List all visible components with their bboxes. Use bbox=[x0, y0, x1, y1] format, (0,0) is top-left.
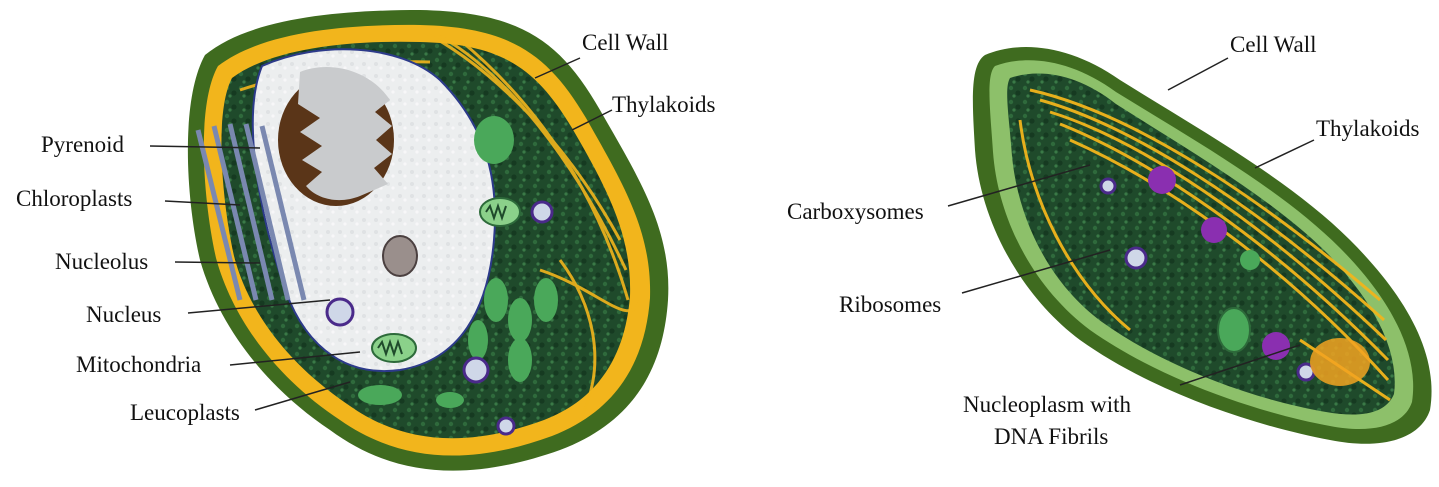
label-carboxysomes: Carboxysomes bbox=[787, 199, 924, 224]
label-mitochondria: Mitochondria bbox=[76, 352, 201, 377]
label-pyrenoid: Pyrenoid bbox=[41, 132, 125, 157]
nucleoplasm-knot bbox=[1310, 338, 1370, 386]
label-thylakoids-right: Thylakoids bbox=[1316, 116, 1420, 141]
label-leucoplasts: Leucoplasts bbox=[130, 400, 240, 425]
label-thylakoids-left: Thylakoids bbox=[612, 92, 716, 117]
prokaryotic-cell bbox=[948, 47, 1432, 444]
label-cell-wall-right: Cell Wall bbox=[1230, 32, 1317, 57]
label-nucleoplasm-line2: DNA Fibrils bbox=[994, 424, 1108, 449]
label-chloroplasts: Chloroplasts bbox=[16, 186, 132, 211]
label-nucleolus: Nucleolus bbox=[55, 249, 148, 274]
label-ribosomes: Ribosomes bbox=[839, 292, 941, 317]
nucleolus bbox=[383, 236, 417, 276]
label-cell-wall-left: Cell Wall bbox=[582, 30, 669, 55]
prokaryote-organelle bbox=[1218, 308, 1250, 352]
label-nucleus: Nucleus bbox=[86, 302, 161, 327]
label-nucleoplasm-line1: Nucleoplasm with bbox=[963, 392, 1131, 417]
